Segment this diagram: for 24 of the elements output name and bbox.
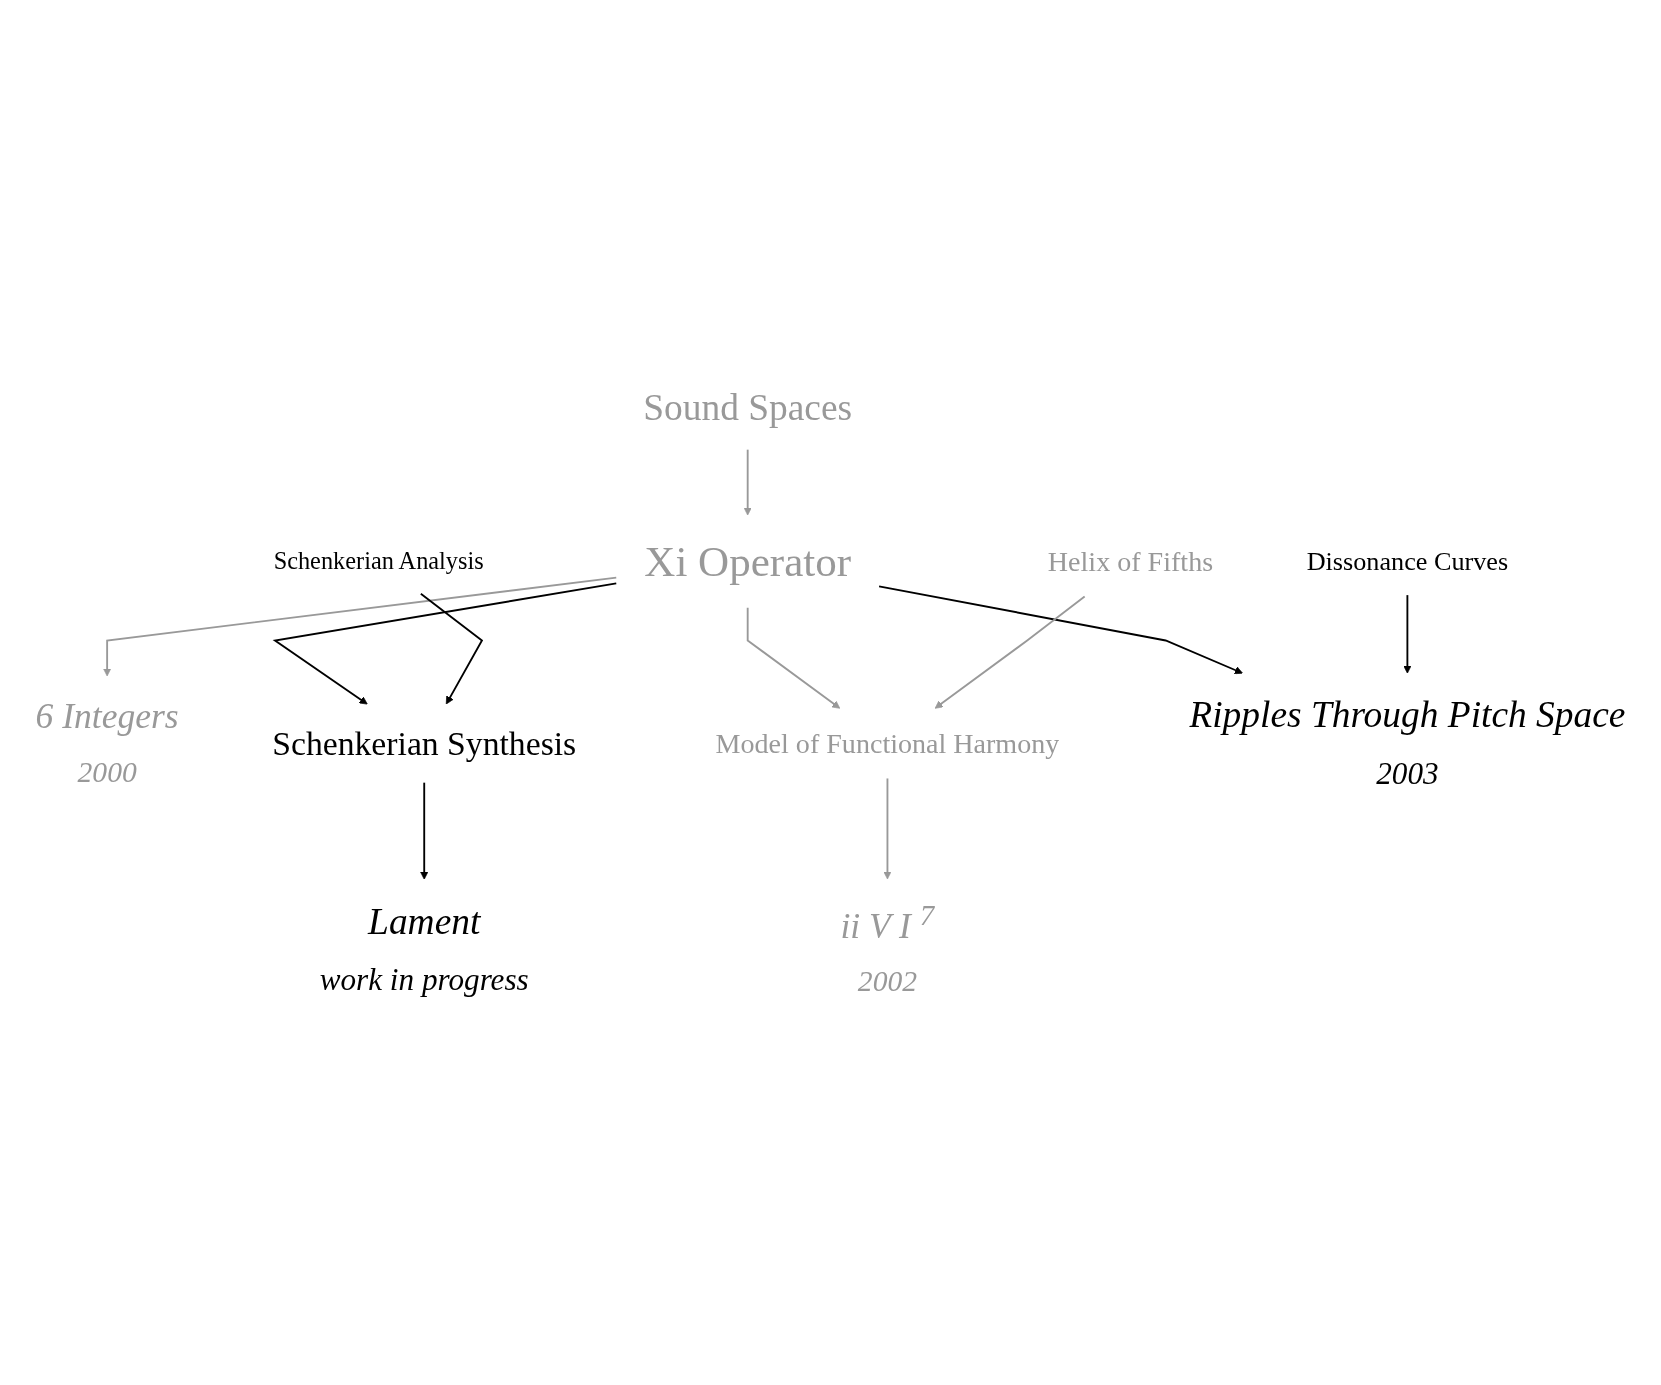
node-label: work in progress — [319, 961, 529, 997]
arrow — [746, 606, 841, 709]
node-text: Schenkerian Analysis — [273, 547, 484, 575]
node-text: Lament — [368, 899, 481, 942]
node-text: Xi Operator — [644, 537, 852, 586]
node-label: 2000 — [77, 755, 137, 789]
arrow — [934, 595, 1086, 709]
arrow — [419, 592, 484, 705]
arrow — [103, 576, 618, 677]
node-text: Ripples Through Pitch Space — [1189, 693, 1626, 736]
arrow — [420, 781, 429, 880]
arrow — [1403, 593, 1412, 674]
node-text: Schenkerian Synthesis — [272, 724, 577, 762]
node-text: Helix of Fifths — [1047, 545, 1214, 577]
node-text: Sound Spaces — [643, 385, 853, 428]
node-label: 2003 — [1376, 755, 1439, 790]
arrow — [743, 448, 752, 516]
arrow — [272, 582, 618, 705]
node-text: Model of Functional Harmony — [715, 727, 1060, 759]
node-text: 6 Integers — [35, 696, 179, 736]
node-text: Dissonance Curves — [1306, 546, 1509, 576]
node-label: 2002 — [857, 964, 918, 998]
arrow — [878, 585, 1243, 674]
arrow — [883, 777, 892, 880]
